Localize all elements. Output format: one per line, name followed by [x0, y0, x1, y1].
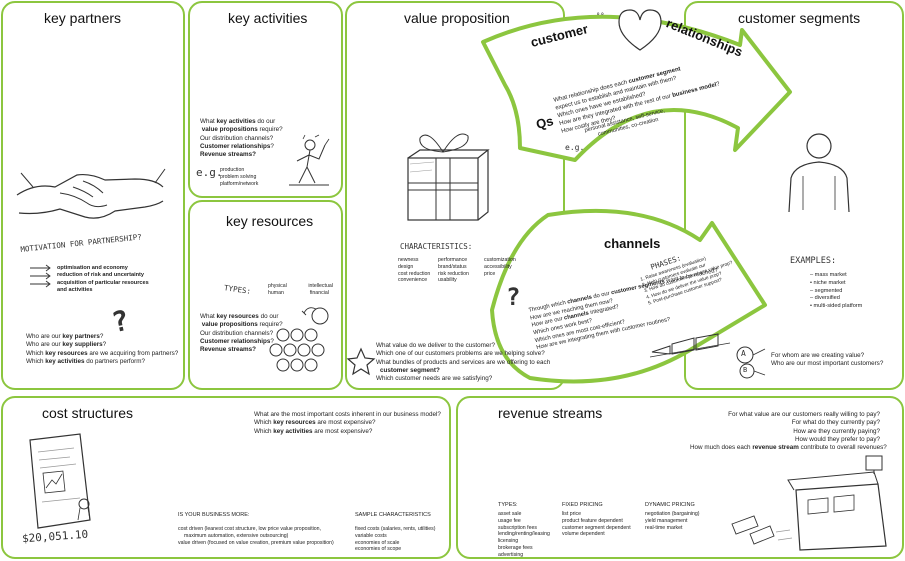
motivation-list: optimisation and economy reduction of ri…: [57, 265, 149, 294]
examples-label: EXAMPLES:: [790, 256, 837, 266]
customer-segments-title: customer segments: [738, 10, 861, 26]
circle-pyramid-icon: [269, 307, 329, 372]
heart-icon: [618, 9, 662, 51]
key-partners-questions: Who are our key partners? Who are our ke…: [26, 333, 179, 365]
cost-structures-title: cost structures: [42, 405, 134, 421]
train-icon: [649, 333, 731, 358]
relationships-eg: e.g.: [565, 143, 585, 152]
revenue-questions: For what value are our customers really …: [690, 411, 887, 452]
sample-characteristics-label: SAMPLE CHARACTERISTICS: [355, 512, 431, 518]
resource-types: physical intellectual human financial: [268, 283, 333, 296]
dynamic-pricing-list: negotiation (bargaining) yield managemen…: [645, 511, 700, 531]
channels-question-mark-icon: ?: [506, 283, 521, 311]
fixed-pricing-label: FIXED PRICING: [562, 502, 603, 508]
segment-b-label: B: [743, 366, 748, 374]
revenue-types-list: asset sale usage fee subscription fees l…: [498, 511, 550, 558]
business-more-list: cost driven (leanest cost structure, low…: [178, 526, 334, 546]
cost-structures-panel: [1, 396, 451, 559]
motivation-item: reduction of risk and uncertainty: [57, 272, 145, 279]
segment-examples: – mass market • niche market – segmented…: [810, 272, 863, 310]
key-activities-eg: e.g.: [196, 166, 223, 179]
business-more-label: IS YOUR BUSINESS MORE:: [178, 512, 250, 518]
revenue-streams-title: revenue streams: [498, 405, 603, 421]
key-resources-title: key resources: [226, 213, 314, 229]
motivation-arrows-icon: [30, 264, 51, 288]
motivation-item: optimisation and economy: [57, 265, 128, 271]
revenue-types-label: TYPES:: [498, 502, 518, 508]
segment-a-label: A: [741, 349, 746, 358]
handshake-icon: [16, 168, 166, 219]
key-resources-panel: [188, 200, 343, 390]
bill-document-icon: [29, 433, 91, 529]
star-icon: [346, 347, 376, 376]
key-activities-questions: What key activities do our value proposi…: [200, 118, 283, 159]
key-resources-questions: What key resources do our value proposit…: [200, 313, 283, 354]
dynamic-pricing-label: DYNAMIC PRICING: [645, 502, 695, 508]
channels-title: channels: [604, 236, 661, 251]
sample-characteristics-list: fixed costs (salaries, rents, utilities)…: [355, 526, 436, 553]
key-activities-examples: production problem solving platform/netw…: [220, 167, 259, 187]
characteristics-label: CHARACTERISTICS:: [400, 242, 473, 251]
cost-questions: What are the most important costs inhere…: [254, 411, 441, 435]
customer-segments-questions: For whom are we creating value? Who are …: [771, 352, 884, 368]
digging-person-icon: [289, 134, 330, 186]
gift-box-icon: [407, 133, 490, 221]
fixed-pricing-list: list price product feature dependent cus…: [562, 511, 631, 538]
motivation-item: and activities: [57, 286, 93, 293]
sparkle-icon: °°: [596, 12, 605, 20]
key-activities-title: key activities: [228, 10, 308, 26]
person-icon: [788, 133, 850, 213]
key-partners-panel: [1, 1, 185, 390]
key-activities-panel: [188, 1, 343, 198]
motivation-item: acquisition of particular resources: [57, 279, 149, 286]
cash-register-icon: [731, 455, 887, 551]
value-proposition-title: value proposition: [404, 10, 510, 26]
ab-circles-icon: [736, 346, 766, 379]
value-proposition-questions: What value do we deliver to the customer…: [376, 342, 551, 383]
key-partners-title: key partners: [44, 10, 122, 26]
